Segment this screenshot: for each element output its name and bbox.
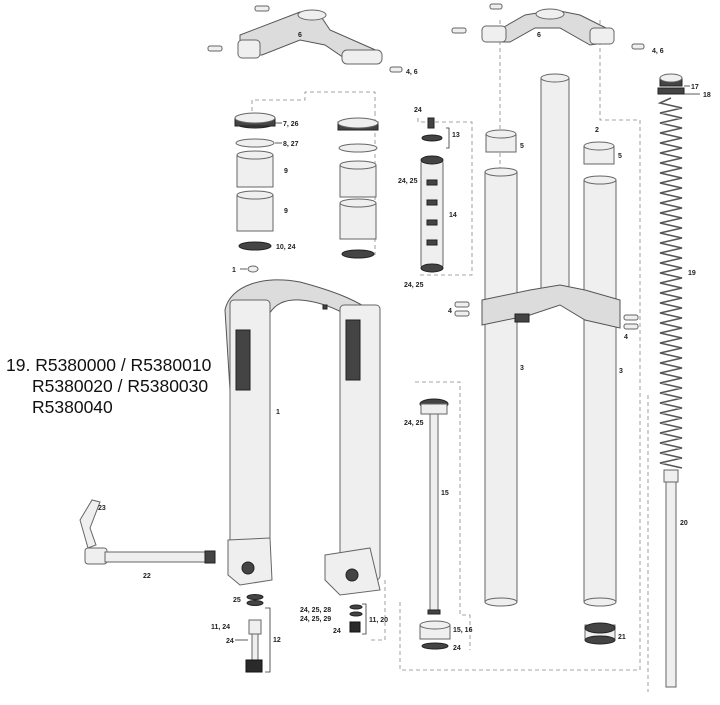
callout-9-upper: 9 [284, 168, 288, 175]
callout-25: 25 [233, 597, 241, 604]
callout-1-top: 1 [232, 267, 236, 274]
part-number-line-1: 19. R5380000 / R5380010 [6, 355, 306, 376]
callout-8-27: 8, 27 [283, 141, 299, 148]
callout-14: 14 [449, 212, 457, 219]
callout-11-20: 11, 20 [369, 617, 388, 624]
callout-1-side: 1 [276, 409, 280, 416]
top-crown-right [451, 3, 645, 50]
callout-24-lower: 24 [453, 645, 461, 652]
callout-2: 2 [595, 127, 599, 134]
callout-19: 19 [688, 270, 696, 277]
bushing-right-top [583, 141, 615, 151]
callout-15: 15 [441, 490, 449, 497]
callout-24-25-damper-bottom: 24, 25 [404, 282, 424, 289]
callout-23: 23 [98, 505, 106, 512]
shaft-assembly [419, 398, 449, 615]
part-number-1: R5380000 / R5380010 [35, 355, 212, 375]
part-number-2: R5380020 / R5380030 [32, 376, 209, 396]
callout-15-16: 15, 16 [453, 627, 473, 634]
left-seal-stack [234, 112, 276, 273]
callout-4-right: 4 [624, 334, 628, 341]
callout-24-25-28: 24, 25, 28 [300, 607, 331, 614]
lower-crown [454, 284, 639, 330]
callout-21: 21 [618, 634, 626, 641]
callout-7-26: 7, 26 [283, 121, 299, 128]
callout-10-24: 10, 24 [276, 244, 296, 251]
callout-18: 18 [703, 92, 711, 99]
callout-6-right: 6 [537, 32, 541, 39]
damper-cartridge [420, 117, 444, 273]
callout-24-axle: 24 [226, 638, 234, 645]
callout-3-left: 3 [520, 365, 524, 372]
callout-24-25-29: 24, 25, 29 [300, 616, 331, 623]
callout-3-right: 3 [619, 368, 623, 375]
top-crown-left [207, 5, 403, 73]
right-dropout-parts [349, 604, 363, 633]
callout-24-25-damper-top: 24, 25 [398, 178, 418, 185]
callout-12: 12 [273, 637, 281, 644]
bottom-nut [419, 620, 451, 650]
callout-6-left: 6 [298, 32, 302, 39]
stanchion-right [583, 175, 617, 607]
lower-legs [224, 279, 381, 596]
callout-5-right: 5 [618, 153, 622, 160]
callout-13: 13 [452, 132, 460, 139]
callout-22: 22 [143, 573, 151, 580]
callout-5-left: 5 [520, 143, 524, 150]
bushing-left-top [485, 129, 517, 139]
callout-17: 17 [691, 84, 699, 91]
coil-spring [657, 73, 685, 688]
callout-11-24: 11, 24 [211, 624, 230, 631]
middle-seal-stack [337, 117, 379, 259]
steerer-tube [540, 73, 570, 293]
callout-4-left: 4 [448, 308, 452, 315]
thru-axle [79, 499, 216, 565]
stanchion-left [484, 167, 518, 607]
callout-20: 20 [680, 520, 688, 527]
callout-24-25-shaft: 24, 25 [404, 420, 424, 427]
callout-9-lower: 9 [284, 208, 288, 215]
callout-24-dropout: 24 [333, 628, 341, 635]
part-number-3: R5380040 [32, 397, 113, 417]
bottom-nut-right [584, 622, 616, 645]
callout-24-top: 24 [414, 107, 422, 114]
callout-4-6-right: 4, 6 [652, 48, 664, 55]
rebound-parts [245, 594, 264, 673]
part-number-prefix: 19. [6, 355, 31, 375]
spring-part-numbers: 19. R5380000 / R5380010 R5380020 / R5380… [6, 355, 306, 418]
callout-4-6-left: 4, 6 [406, 69, 418, 76]
